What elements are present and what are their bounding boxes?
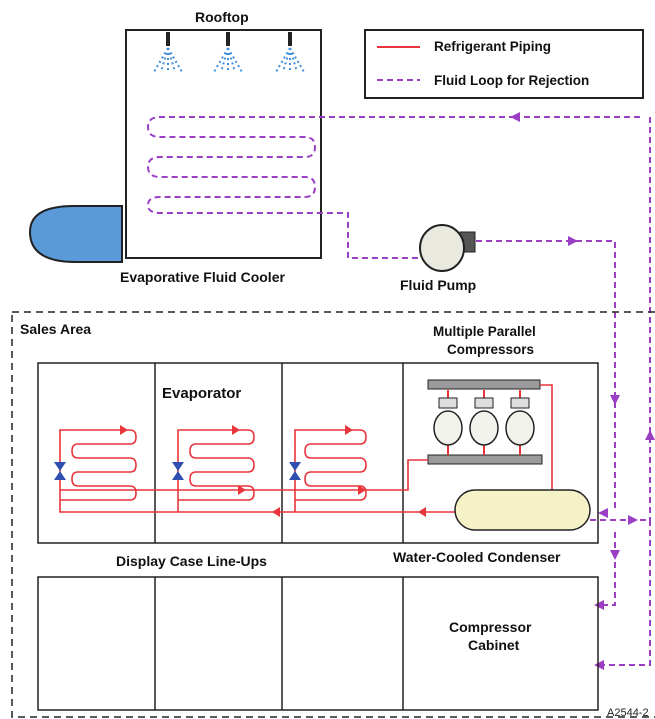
fluid-pump-icon [419, 224, 476, 272]
refrigerant-piping [59, 384, 553, 513]
compressor-cabinet-label-line1: Compressor [449, 619, 532, 635]
figure-id-label: A2544-2 [607, 707, 649, 719]
compressors-label-line2: Compressors [447, 342, 534, 357]
fluid-loop-arrows [510, 112, 655, 670]
compressor-icon [469, 397, 499, 446]
condenser-label: Water-Cooled Condenser [393, 549, 561, 565]
cooler-coil [146, 116, 515, 259]
fluid-cooler-box [125, 29, 322, 259]
sales-area-label: Sales Area [20, 321, 91, 337]
water-cooled-condenser [454, 489, 591, 531]
legend-fluid-loop-label: Fluid Loop for Rejection [434, 73, 589, 88]
compressor-icon [505, 397, 535, 446]
fan-icon [28, 205, 123, 263]
compressor-cabinet-label-line2: Cabinet [468, 637, 520, 653]
fluid-cooler-label: Evaporative Fluid Cooler [120, 269, 285, 285]
spray-nozzle [153, 32, 183, 73]
rooftop-label: Rooftop [195, 9, 249, 25]
legend-box [364, 29, 644, 99]
compressor-rack [427, 379, 543, 465]
display-case-lineup-upper [37, 362, 599, 544]
compressors-label-line1: Multiple Parallel [433, 324, 536, 339]
display-cases-label: Display Case Line-Ups [116, 553, 267, 569]
spray-nozzles [153, 32, 305, 73]
fluid-pump-label: Fluid Pump [400, 277, 476, 293]
compressor-icon [433, 397, 463, 446]
expansion-valve-icon [54, 462, 66, 480]
spray-nozzle [213, 32, 243, 73]
display-case-lineup-lower [37, 576, 599, 711]
expansion-valve-icon [172, 462, 184, 480]
sales-area-boundary [11, 311, 655, 718]
fluid-loop-piping [476, 116, 651, 666]
refrigerant-arrows [120, 425, 426, 517]
legend-refrigerant-label: Refrigerant Piping [434, 39, 551, 54]
evaporator-label: Evaporator [162, 385, 241, 402]
legend: Refrigerant Piping Fluid Loop for Reject… [364, 29, 644, 99]
spray-nozzle [275, 32, 305, 73]
expansion-valve-icon [289, 462, 301, 480]
